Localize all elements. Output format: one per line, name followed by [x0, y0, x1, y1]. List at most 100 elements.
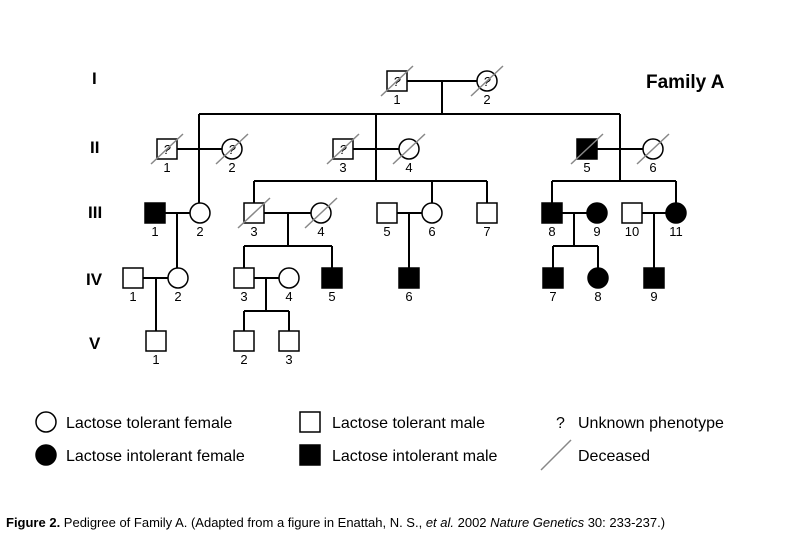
individual-number: 6: [405, 289, 412, 304]
legend-unknown-symbol: ?: [556, 415, 565, 432]
individual-number: 2: [196, 224, 203, 239]
individual-V-1: 1: [145, 330, 167, 367]
individual-number: 4: [317, 224, 324, 239]
caption-label: Figure 2.: [6, 515, 61, 530]
individual-III-4: 4: [304, 197, 338, 239]
individual-number: 9: [650, 289, 657, 304]
generation-label-V: V: [89, 334, 101, 353]
female-symbol: [167, 267, 189, 289]
legend-deceased-slash: [540, 439, 572, 471]
female-symbol: [278, 267, 300, 289]
figure-caption: Figure 2. Pedigree of Family A. (Adapted…: [6, 515, 665, 530]
male-symbol: [398, 267, 420, 289]
deceased-slash: [326, 133, 360, 165]
individual-number: 2: [174, 289, 181, 304]
deceased-slash: [215, 133, 249, 165]
individual-III-8: 8: [541, 202, 563, 239]
male-symbol: [122, 267, 144, 289]
female-symbol: [586, 202, 608, 224]
individual-number: 3: [240, 289, 247, 304]
individual-IV-9: 9: [643, 267, 665, 304]
individual-number: 1: [129, 289, 136, 304]
male-symbol: [144, 202, 166, 224]
individual-number: 9: [593, 224, 600, 239]
male-symbol: [321, 267, 343, 289]
individual-I-2: ?2: [470, 65, 504, 107]
pedigree-lines: [143, 80, 677, 331]
legend-tolerant-male-symbol: [299, 411, 321, 433]
individual-number: 11: [669, 224, 683, 239]
individual-III-10: 10: [621, 202, 643, 239]
legend-unknown-label: Unknown phenotype: [578, 415, 724, 432]
male-symbol: [541, 202, 563, 224]
male-symbol: [233, 267, 255, 289]
individual-number: 10: [625, 224, 639, 239]
deceased-slash: [150, 133, 184, 165]
female-symbol: [421, 202, 443, 224]
male-symbol: [278, 330, 300, 352]
individual-III-5: 5: [376, 202, 398, 239]
male-symbol: [621, 202, 643, 224]
generation-label-I: I: [92, 69, 97, 88]
individual-number: 3: [285, 352, 292, 367]
generation-label-III: III: [88, 203, 102, 222]
individual-IV-1: 1: [122, 267, 144, 304]
individual-number: 1: [393, 92, 400, 107]
individual-IV-2: 2: [167, 267, 189, 304]
caption-text-2: 2002: [454, 515, 491, 530]
individual-number: 5: [383, 224, 390, 239]
caption-text-3: 30: 233-237.): [584, 515, 666, 530]
male-symbol: [376, 202, 398, 224]
male-symbol: [233, 330, 255, 352]
individual-IV-3: 3: [233, 267, 255, 304]
caption-etal: et al.: [425, 515, 454, 530]
individual-IV-6: 6: [398, 267, 420, 304]
legend-tolerant-female-label: Lactose tolerant female: [66, 415, 232, 432]
individual-number: 2: [228, 160, 235, 175]
deceased-slash: [380, 65, 414, 97]
caption-journal: Nature Genetics: [490, 515, 585, 530]
individual-II-5: 5: [570, 133, 604, 175]
legend-tolerant-male-label: Lactose tolerant male: [332, 415, 485, 432]
individual-number: 5: [328, 289, 335, 304]
individual-II-6: 6: [636, 133, 670, 175]
caption-text-1: Pedigree of Family A. (Adapted from a fi…: [60, 515, 426, 530]
legend-intolerant-male-symbol: [299, 444, 321, 466]
deceased-slash: [237, 197, 271, 229]
individual-IV-5: 5: [321, 267, 343, 304]
individual-I-1: ?1: [380, 65, 414, 107]
individual-number: 1: [152, 352, 159, 367]
male-symbol: [643, 267, 665, 289]
individual-III-6: 6: [421, 202, 443, 239]
male-symbol: [145, 330, 167, 352]
female-symbol: [587, 267, 609, 289]
individual-number: 6: [428, 224, 435, 239]
legend: Lactose tolerant female Lactose intolera…: [35, 411, 724, 471]
individual-number: 6: [649, 160, 656, 175]
female-symbol: [665, 202, 687, 224]
deceased-slash: [636, 133, 670, 165]
deceased-slash: [570, 133, 604, 165]
deceased-slash: [304, 197, 338, 229]
legend-intolerant-male-label: Lactose intolerant male: [332, 448, 498, 465]
individual-number: 8: [594, 289, 601, 304]
individual-II-2: ?2: [215, 133, 249, 175]
generation-label-II: II: [90, 138, 99, 157]
individual-V-2: 2: [233, 330, 255, 367]
individual-number: 5: [583, 160, 590, 175]
individual-number: 1: [163, 160, 170, 175]
individual-number: 7: [549, 289, 556, 304]
individual-III-9: 9: [586, 202, 608, 239]
individual-number: 4: [405, 160, 412, 175]
male-symbol: [542, 267, 564, 289]
individual-number: 3: [339, 160, 346, 175]
individual-III-2: 2: [189, 202, 211, 239]
male-symbol: [476, 202, 498, 224]
individual-IV-8: 8: [587, 267, 609, 304]
individual-number: 4: [285, 289, 292, 304]
individual-number: 3: [250, 224, 257, 239]
individual-III-11: 11: [665, 202, 687, 239]
deceased-slash: [392, 133, 426, 165]
individual-II-3: ?3: [326, 133, 360, 175]
